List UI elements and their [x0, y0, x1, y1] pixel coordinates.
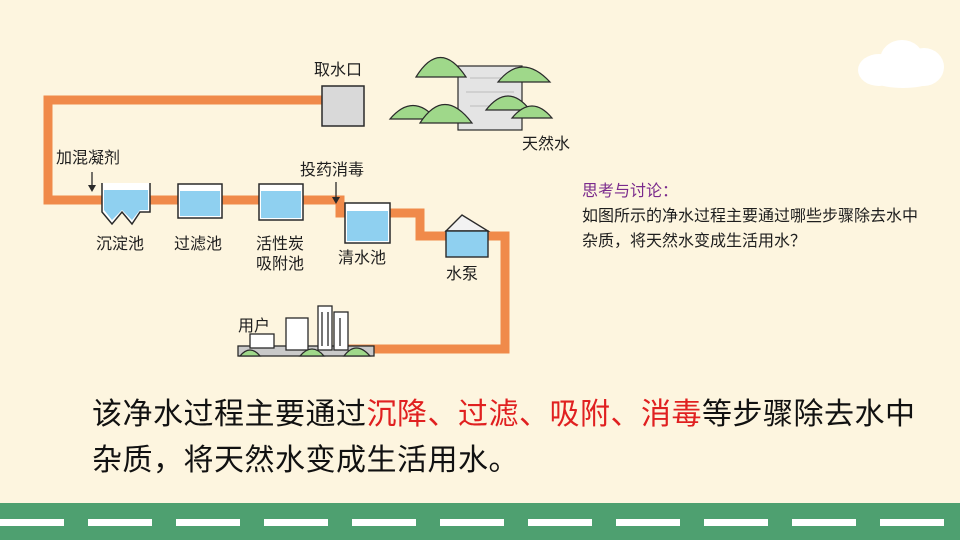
cloud-decoration [852, 36, 948, 88]
label-carbon-line1: 活性炭 [255, 234, 304, 253]
carbon-adsorption-tank [258, 183, 304, 221]
conclusion-part2: 等步骤除去水中杂质，将天然水变成生活用水。 [92, 397, 916, 478]
tree-icon [388, 57, 554, 124]
label-filtration: 过滤池 [174, 234, 223, 253]
label-users: 用户 [238, 316, 271, 335]
conclusion-part1: 该净水过程主要通过 [92, 397, 367, 432]
discussion-box: 思考与讨论： 如图所示的净水过程主要通过哪些步骤除去水中杂质，将天然水变成生活用… [582, 178, 928, 253]
road-dash [880, 519, 944, 526]
natural-water-scene [388, 57, 554, 131]
disinfect-arrow [332, 182, 340, 204]
clear-water-tank [344, 202, 391, 244]
label-disinfect: 投药消毒 [300, 160, 365, 179]
label-carbon-line2: 吸附池 [255, 254, 304, 273]
road-dash [176, 519, 240, 526]
road-dash [616, 519, 680, 526]
road-dash [264, 519, 328, 526]
water-pipe [43, 95, 510, 354]
road-dash [88, 519, 152, 526]
label-natural-water: 天然水 [522, 134, 571, 153]
label-sedimentation: 沉淀池 [96, 234, 145, 253]
label-intake: 取水口 [314, 60, 363, 79]
discussion-title: 思考与讨论： [582, 181, 679, 200]
road-dash [0, 519, 64, 526]
road-dash [704, 519, 768, 526]
label-coagulant: 加混凝剂 [56, 148, 121, 167]
conclusion-text: 该净水过程主要通过沉降、过滤、吸附、消毒等步骤除去水中杂质，将天然水变成生活用水… [92, 392, 922, 484]
road-dash [352, 519, 416, 526]
road-dash [792, 519, 856, 526]
label-pump: 水泵 [446, 264, 479, 283]
conclusion-highlight: 沉降、过滤、吸附、消毒 [366, 397, 702, 432]
road-dash [528, 519, 592, 526]
intake-box [321, 85, 365, 127]
user-buildings [237, 305, 375, 357]
pump-house [444, 214, 491, 258]
label-carbon-adsorption: 活性炭 吸附池 [250, 234, 310, 274]
bush-icon [238, 347, 372, 357]
discussion-body: 如图所示的净水过程主要通过哪些步骤除去水中杂质，将天然水变成生活用水？ [582, 206, 919, 250]
sedimentation-tank [101, 183, 151, 226]
label-clear-water: 清水池 [338, 248, 387, 267]
coagulant-arrow [88, 172, 96, 192]
road-dash [440, 519, 504, 526]
filtration-tank [177, 183, 223, 219]
